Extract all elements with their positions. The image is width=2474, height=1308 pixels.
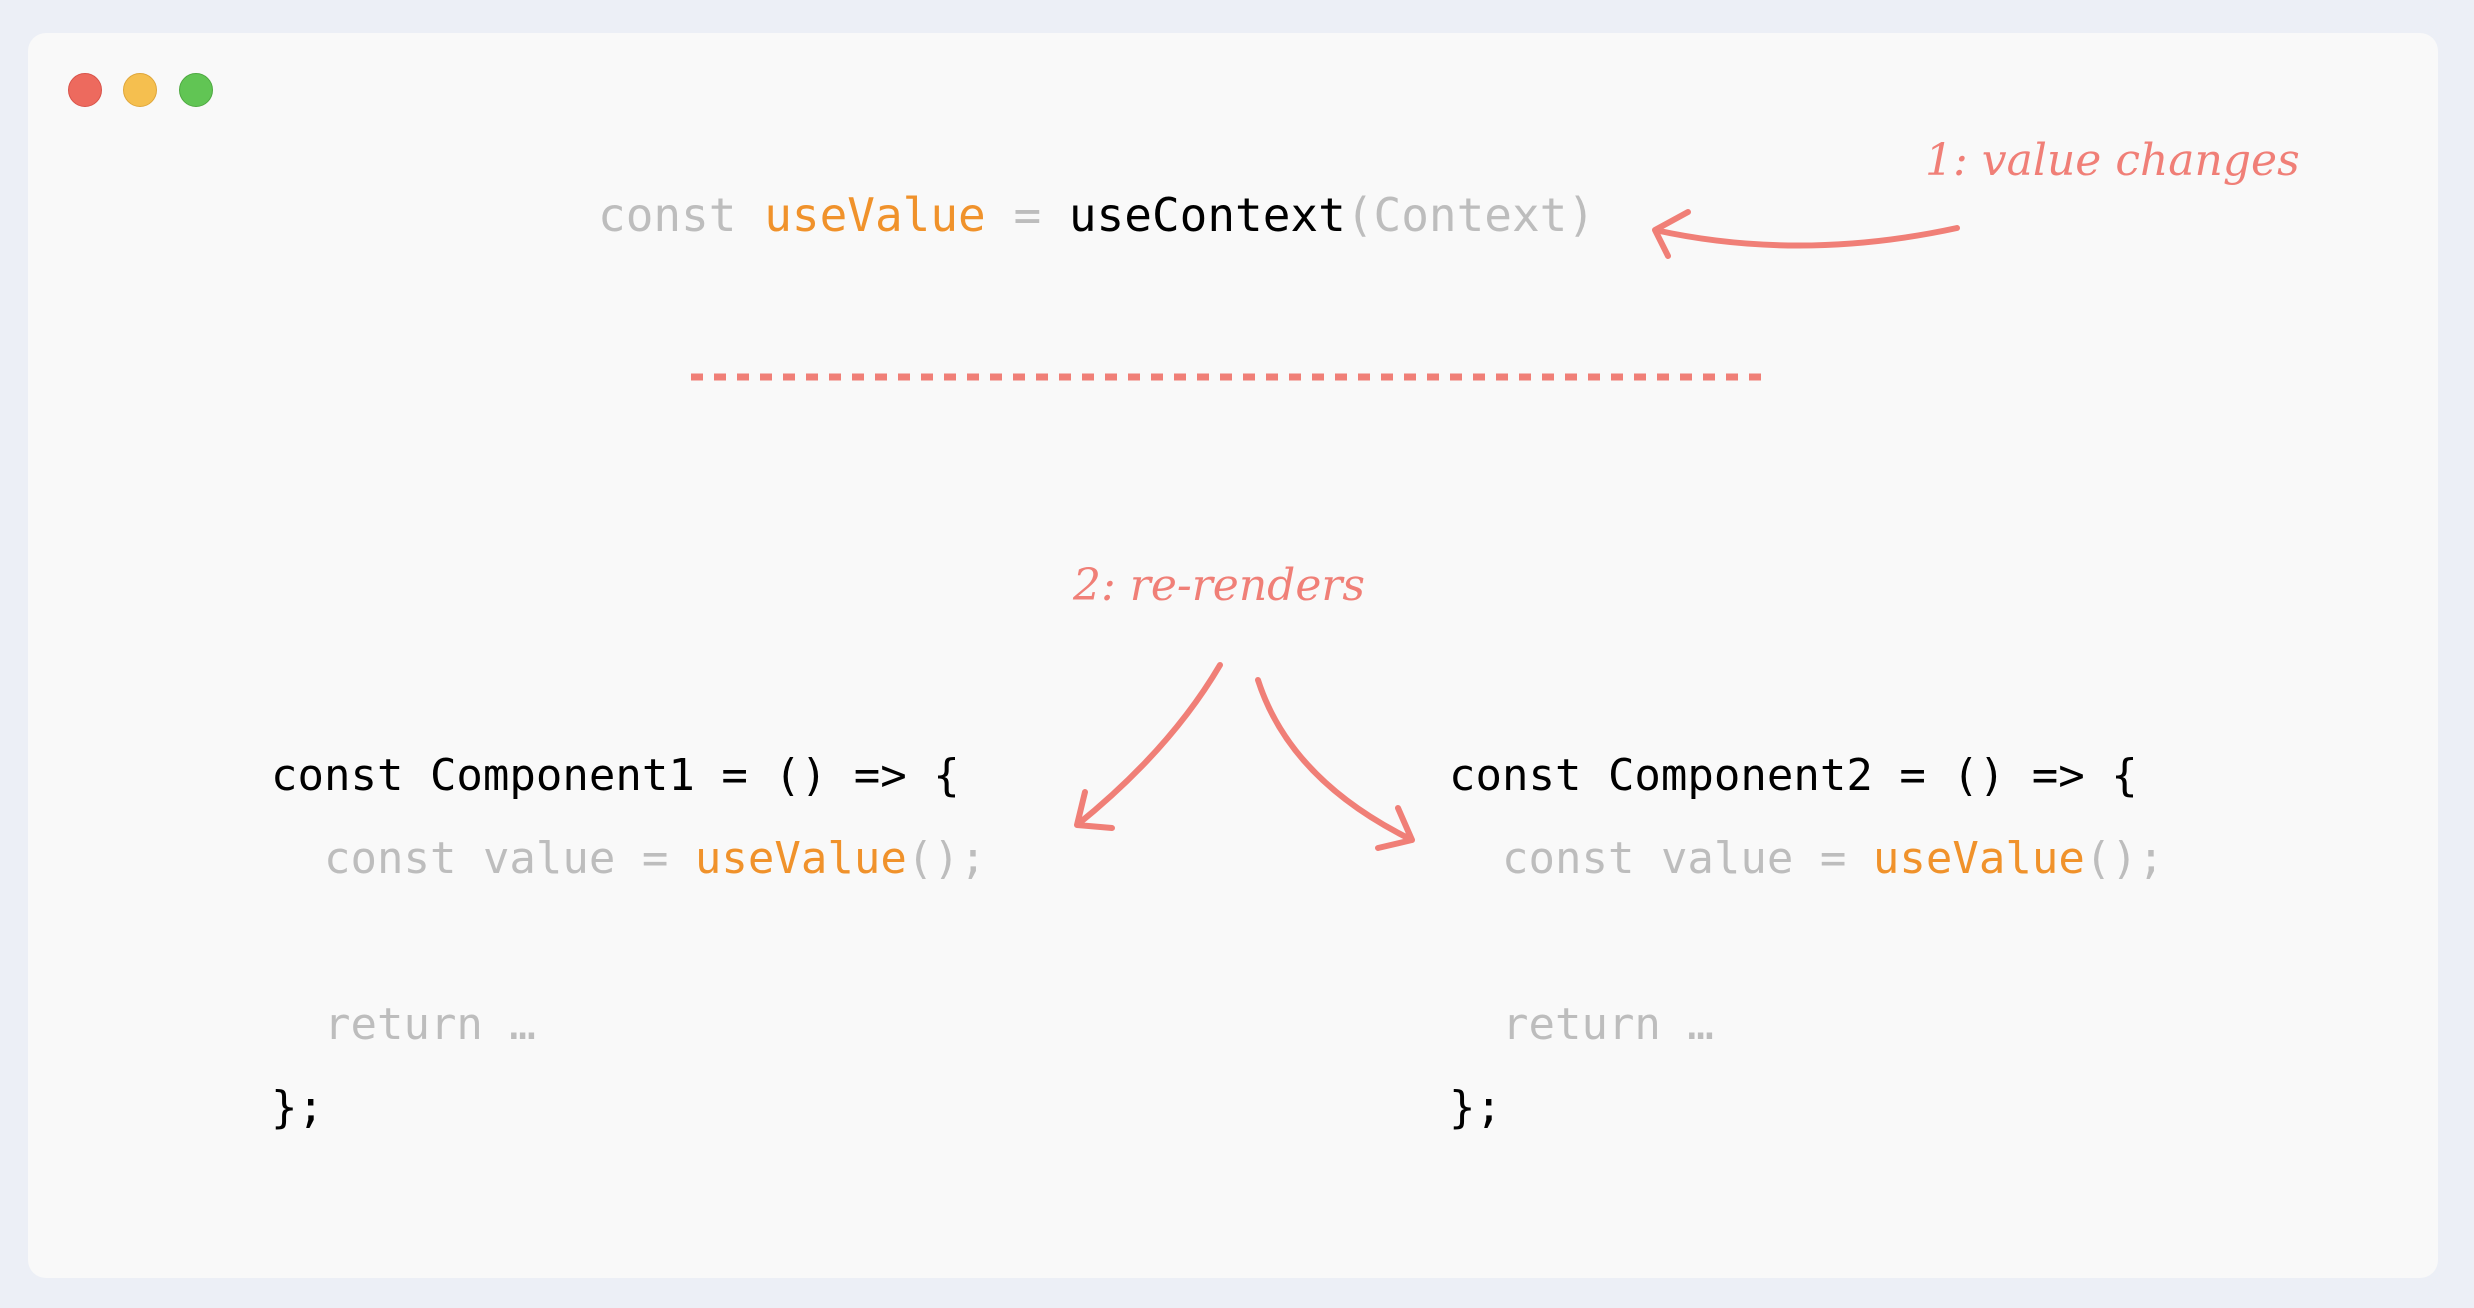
minimize-button[interactable] <box>123 73 157 107</box>
hook-call: useValue <box>694 833 907 884</box>
component2-signature: const Component2 = () => { <box>1449 750 2138 801</box>
zoom-button[interactable] <box>179 73 213 107</box>
annotation-value-changes: 1: value changes <box>1925 135 2300 186</box>
close-button[interactable] <box>68 73 102 107</box>
keyword: const <box>598 188 737 242</box>
arrow-to-context <box>1652 209 1960 259</box>
variable: value <box>1660 833 1794 884</box>
arrow-to-component2 <box>1255 677 1415 851</box>
operator: = <box>641 833 669 884</box>
call-parens: (); <box>2084 833 2165 884</box>
component1-signature: const Component1 = () => { <box>271 750 960 801</box>
keyword: const <box>1501 833 1635 884</box>
use-context-call: useContext <box>1068 188 1346 242</box>
arrow-to-component1 <box>1074 662 1223 831</box>
component1-return: return … <box>271 983 986 1066</box>
return-statement: return … <box>1501 999 1714 1050</box>
operator: = <box>1013 188 1042 242</box>
component2-close: }; <box>1449 1082 1502 1133</box>
component1-close: }; <box>271 1082 324 1133</box>
annotation-re-renders: 2: re-renders <box>1073 560 1365 611</box>
call-args: (Context) <box>1345 188 1596 242</box>
hook-call: useValue <box>1872 833 2085 884</box>
hook-name: useValue <box>764 188 986 242</box>
context-code-line: const useValue = useContext(Context) <box>598 174 1595 257</box>
operator: = <box>1819 833 1847 884</box>
return-statement: return … <box>323 999 536 1050</box>
variable: value <box>482 833 616 884</box>
component2-return: return … <box>1449 983 2164 1066</box>
component1-code: const Component1 = () => { const value =… <box>271 734 986 1149</box>
call-parens: (); <box>906 833 987 884</box>
component2-code: const Component2 = () => { const value =… <box>1449 734 2164 1149</box>
component2-hook-line: const value = useValue(); <box>1449 817 2164 900</box>
keyword: const <box>323 833 457 884</box>
window-card <box>28 33 2438 1278</box>
component1-hook-line: const value = useValue(); <box>271 817 986 900</box>
